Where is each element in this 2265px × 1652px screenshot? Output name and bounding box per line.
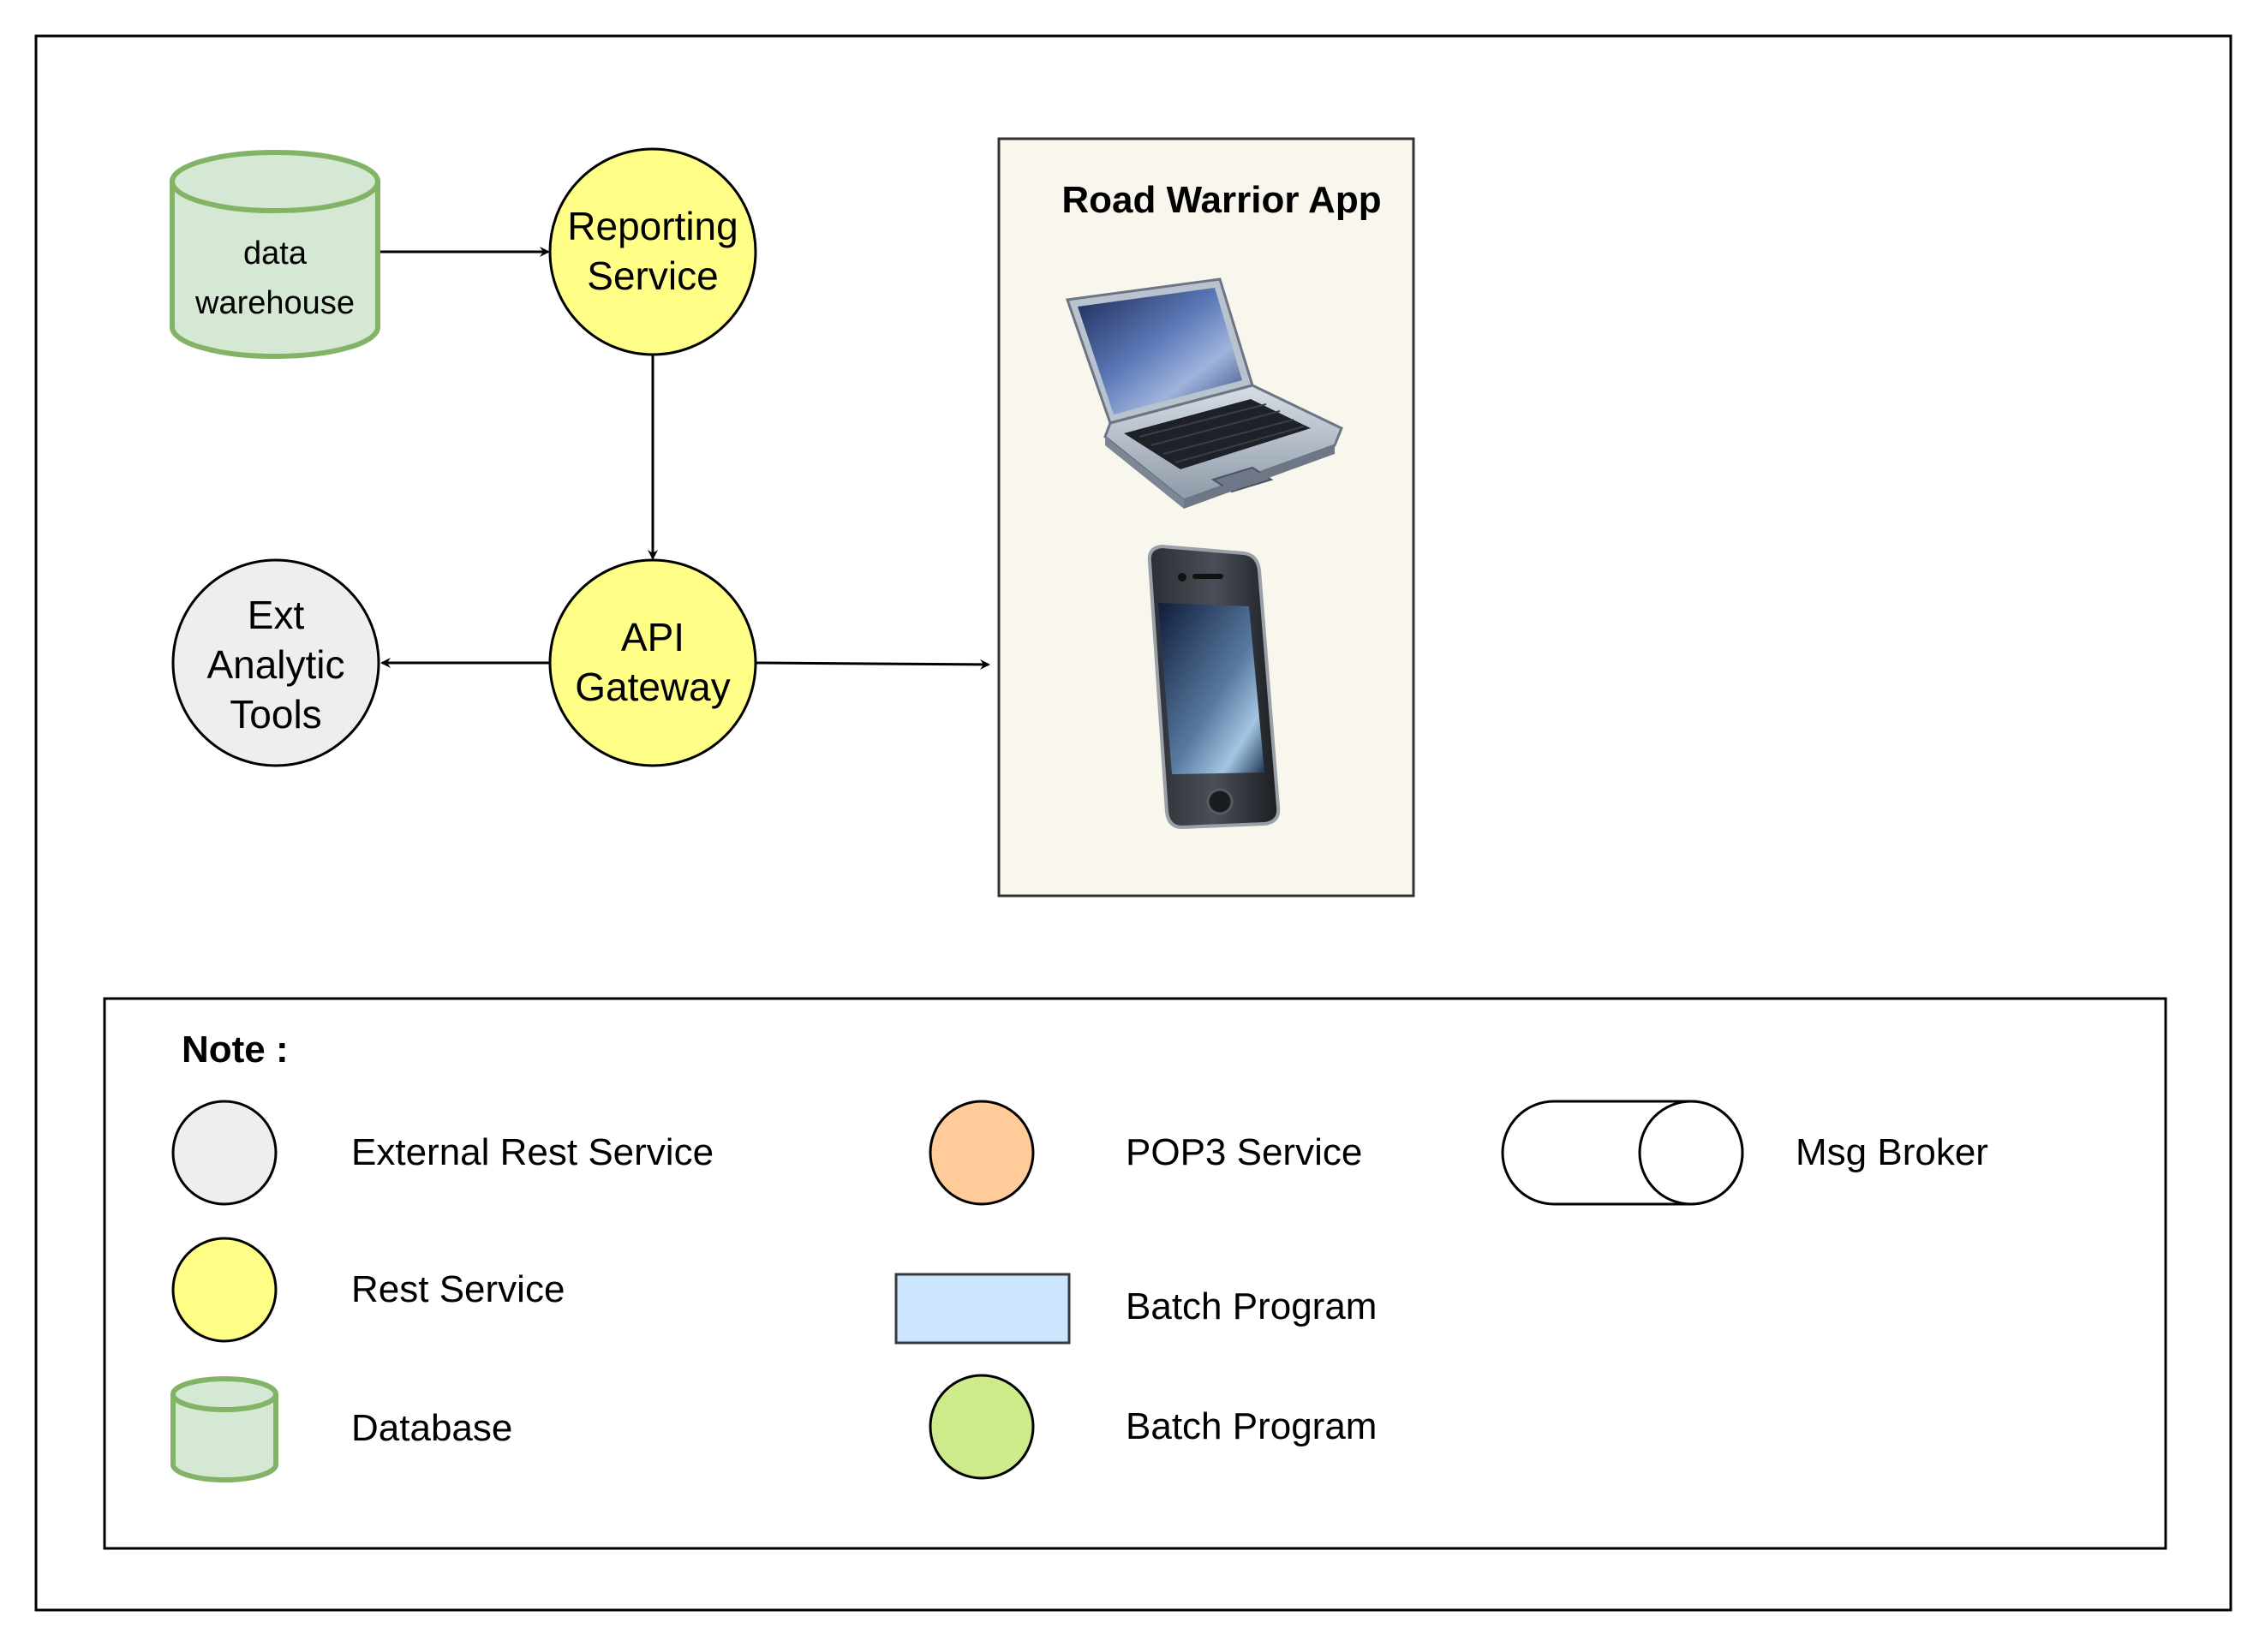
data-warehouse-node: data warehouse (170, 150, 380, 359)
ext-analytic-tools-label-line1: Ext (248, 593, 305, 637)
legend-batch-circle-label: Batch Program (1126, 1405, 1377, 1447)
data-warehouse-label-line1: data (243, 236, 308, 271)
reporting-service-label-line1: Reporting (567, 204, 738, 248)
legend-pop3-swatch (929, 1100, 1035, 1206)
api-gateway-label-line1: API (621, 615, 684, 659)
laptop-icon (1065, 277, 1343, 509)
ext-analytic-tools-label-line3: Tools (230, 692, 321, 737)
database-cylinder-top (170, 150, 380, 213)
legend-database-label: Database (351, 1407, 512, 1449)
database-cylinder-body (170, 182, 380, 359)
api-gateway-label-line2: Gateway (575, 665, 731, 709)
legend-external-rest-label: External Rest Service (351, 1131, 714, 1173)
reporting-service-label-line2: Service (587, 253, 718, 298)
edges (380, 247, 990, 670)
legend-batch-rect-label: Batch Program (1126, 1285, 1377, 1327)
legend-database-swatch-top (170, 1376, 278, 1412)
ext-analytic-tools-label-line2: Analytic (206, 642, 344, 687)
api-gateway-node: API Gateway (548, 558, 757, 767)
legend-msg-broker-label: Msg Broker (1796, 1131, 1988, 1173)
legend: Note : External Rest Service Rest Servic… (103, 997, 2167, 1550)
reporting-service-circle (548, 147, 757, 356)
legend-batch-circle-swatch (929, 1374, 1035, 1480)
edge-gateway-to-app (755, 659, 990, 670)
legend-msg-broker-swatch (1501, 1100, 1744, 1206)
legend-database-swatch-body (170, 1394, 278, 1482)
legend-title: Note : (182, 1029, 289, 1071)
legend-rest-swatch (171, 1237, 278, 1343)
legend-external-rest-swatch (171, 1100, 278, 1206)
ext-analytic-tools-node: Ext Analytic Tools (171, 558, 380, 767)
legend-pop3-label: POP3 Service (1126, 1131, 1362, 1173)
legend-batch-rect-swatch (894, 1273, 1071, 1345)
smartphone-icon (1147, 544, 1281, 830)
app-panel-title: Road Warrior App (1061, 179, 1381, 221)
legend-rest-label: Rest Service (351, 1268, 565, 1310)
data-warehouse-label-line2: warehouse (194, 285, 355, 321)
api-gateway-circle (548, 558, 757, 767)
legend-frame (103, 997, 2167, 1550)
reporting-service-node: Reporting Service (548, 147, 757, 356)
ext-analytic-tools-circle (171, 558, 380, 767)
road-warrior-app-panel: Road Warrior App (997, 137, 1415, 898)
